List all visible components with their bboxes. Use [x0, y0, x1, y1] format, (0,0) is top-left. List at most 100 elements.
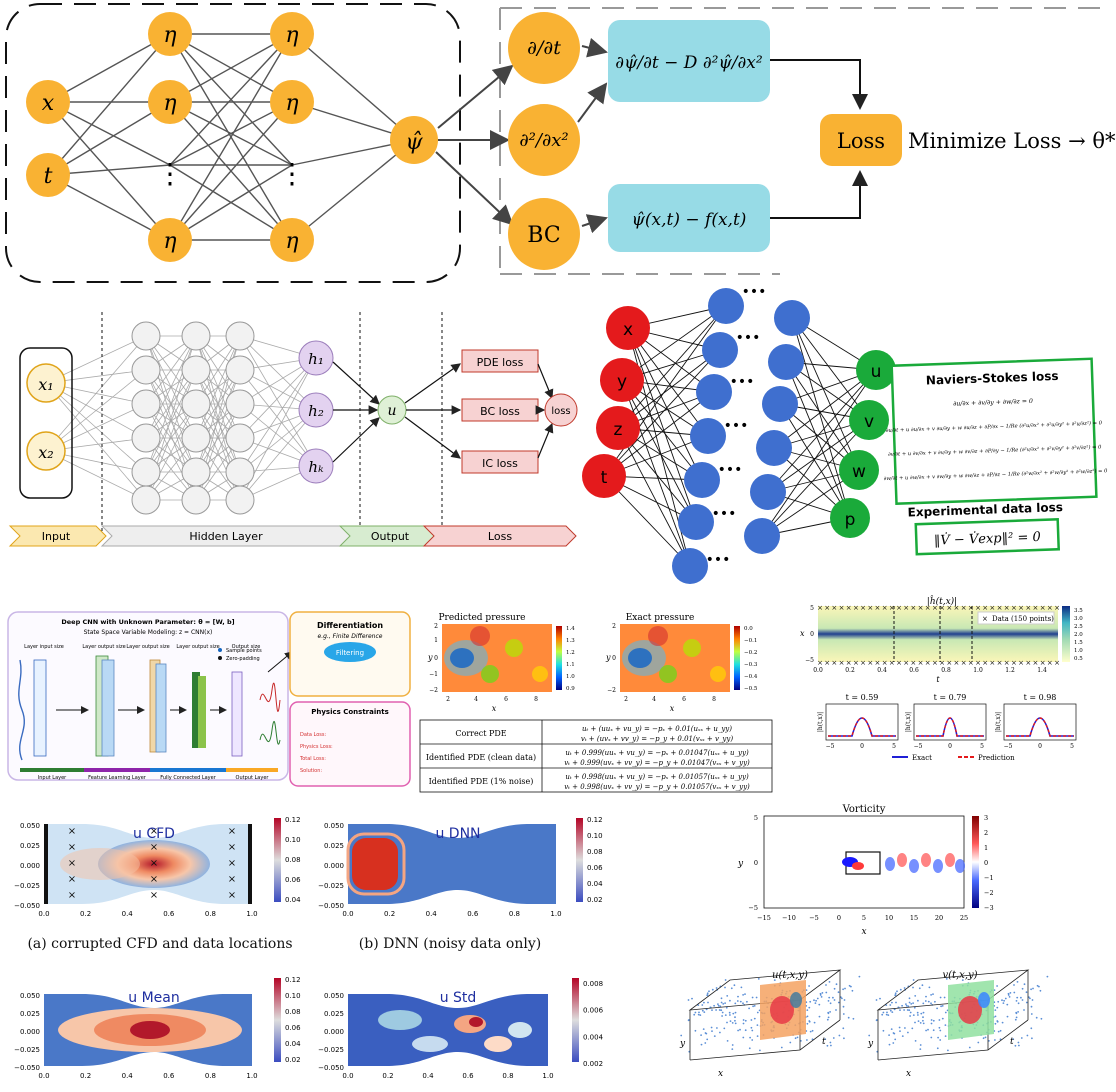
hidden-output-h2: h₂ — [298, 392, 334, 428]
data-location-marker: × — [68, 826, 76, 837]
burgers-xtick: 0.2 — [845, 667, 855, 674]
scatter-point — [740, 986, 743, 989]
scatter-point — [826, 1044, 829, 1047]
scatter-point — [706, 992, 709, 995]
xtick: 0.0 — [38, 910, 49, 918]
scatter-point — [814, 1002, 817, 1004]
field-feature — [958, 996, 982, 1024]
vortex — [933, 859, 943, 873]
svg-text:5: 5 — [810, 605, 814, 612]
scatter-point — [1006, 1003, 1009, 1006]
data-point-marker: × — [946, 659, 952, 667]
scatter-point — [912, 979, 915, 981]
svg-text:h₂: h₂ — [308, 402, 324, 420]
hidden-ellipsis-2: ⋮ — [278, 157, 306, 190]
colorbar-tick: 2 — [984, 829, 988, 837]
scatter-point — [838, 1034, 841, 1037]
ns-hidden-neuron — [750, 474, 786, 510]
scatter-point — [925, 995, 927, 998]
burgers-xtick: 1.2 — [1005, 667, 1015, 674]
scatter-point — [744, 1029, 747, 1032]
svg-text:x: x — [623, 320, 633, 340]
scatter-point — [996, 1006, 999, 1009]
scatter-point — [726, 1040, 729, 1042]
data-point-marker: × — [939, 604, 945, 612]
ns-hidden-neuron — [702, 332, 738, 368]
xtick: 0.4 — [422, 1072, 434, 1080]
scatter-point — [751, 996, 754, 999]
svg-text:Layer output size: Layer output size — [126, 644, 169, 650]
scatter-point — [903, 1009, 905, 1011]
hidden-neuron — [181, 321, 211, 351]
hidden-neuron — [181, 423, 211, 453]
data-location-marker: × — [228, 826, 236, 837]
scatter-point — [748, 1007, 750, 1010]
xtick: 0.6 — [163, 1072, 175, 1080]
scatter-point — [820, 996, 823, 998]
scatter-point — [833, 999, 836, 1001]
hidden-neuron — [181, 389, 211, 419]
hidden-node-1-2: η — [148, 80, 192, 124]
svg-text:|ĥ(t,x)|: |ĥ(t,x)| — [927, 595, 957, 607]
scatter-point — [901, 1004, 903, 1007]
svg-text:−2: −2 — [429, 687, 438, 694]
svg-text:u CFD: u CFD — [133, 826, 175, 842]
xtick: 0 — [837, 914, 841, 922]
scatter-point — [847, 1016, 850, 1019]
scatter-point — [1013, 984, 1015, 986]
ytick: −0.050 — [318, 1064, 344, 1072]
data-point-marker: × — [1011, 659, 1017, 667]
scatter-point — [711, 1009, 713, 1011]
loss-node-2: loss — [544, 393, 578, 427]
scatter-point — [734, 1019, 736, 1022]
scatter-point — [824, 1038, 827, 1040]
scatter-point — [1008, 996, 1011, 998]
svg-text:y: y — [867, 1039, 874, 1049]
data-point-marker: × — [1004, 659, 1010, 667]
scatter-point — [832, 1037, 835, 1039]
slice-xtick: −5 — [826, 743, 835, 750]
svg-text:Deep CNN with Unknown Paramete: Deep CNN with Unknown Parameter: θ = [W,… — [61, 618, 234, 626]
stage-banner-hidden: Hidden Layer — [100, 525, 355, 547]
scatter-point — [1039, 989, 1042, 992]
data-point-marker: × — [831, 604, 837, 612]
svg-text:x: x — [906, 1069, 911, 1079]
scatter-point — [918, 987, 921, 990]
svg-text:Experimental data loss: Experimental data loss — [907, 500, 1063, 519]
scatter-point — [829, 1011, 831, 1013]
scatter-point — [680, 1034, 683, 1037]
svg-text:0: 0 — [754, 859, 758, 867]
scatter-point — [905, 1004, 908, 1007]
data-point-marker: × — [903, 659, 909, 667]
scatter-point — [736, 1000, 739, 1002]
scatter-point — [808, 985, 810, 987]
svg-text:2: 2 — [434, 623, 438, 630]
scatter-point — [729, 999, 731, 1002]
colorbar-tick: 0.08 — [285, 856, 301, 864]
scatter-point — [719, 1031, 721, 1034]
svg-text:Output size: Output size — [232, 644, 261, 650]
svg-text:v: v — [864, 412, 874, 432]
xtick: 0.4 — [122, 1072, 134, 1080]
data-point-marker: × — [910, 604, 916, 612]
scatter-point — [719, 1005, 722, 1008]
scatter-point — [852, 1017, 855, 1020]
hidden-neuron — [225, 457, 255, 487]
vortex — [909, 859, 919, 873]
slice-title: t = 0.98 — [1024, 693, 1057, 702]
scatter-point — [932, 1029, 935, 1032]
scatter-point — [821, 992, 824, 994]
scatter-point — [1025, 1001, 1028, 1004]
loss-node: Loss — [820, 114, 902, 166]
svg-text:0: 0 — [434, 655, 438, 662]
scatter-point — [1026, 1034, 1029, 1037]
svg-text:η: η — [163, 229, 176, 254]
colorbar-tick: 0.10 — [285, 836, 301, 844]
scatter-point — [729, 1014, 731, 1016]
svg-text:BC loss: BC loss — [480, 405, 520, 418]
scatter-point — [1004, 997, 1007, 1000]
ns-ellipsis: ••• — [712, 506, 737, 522]
output-node-u: u — [377, 395, 407, 425]
scatter-point — [892, 1032, 895, 1034]
data-point-marker: × — [989, 604, 995, 612]
